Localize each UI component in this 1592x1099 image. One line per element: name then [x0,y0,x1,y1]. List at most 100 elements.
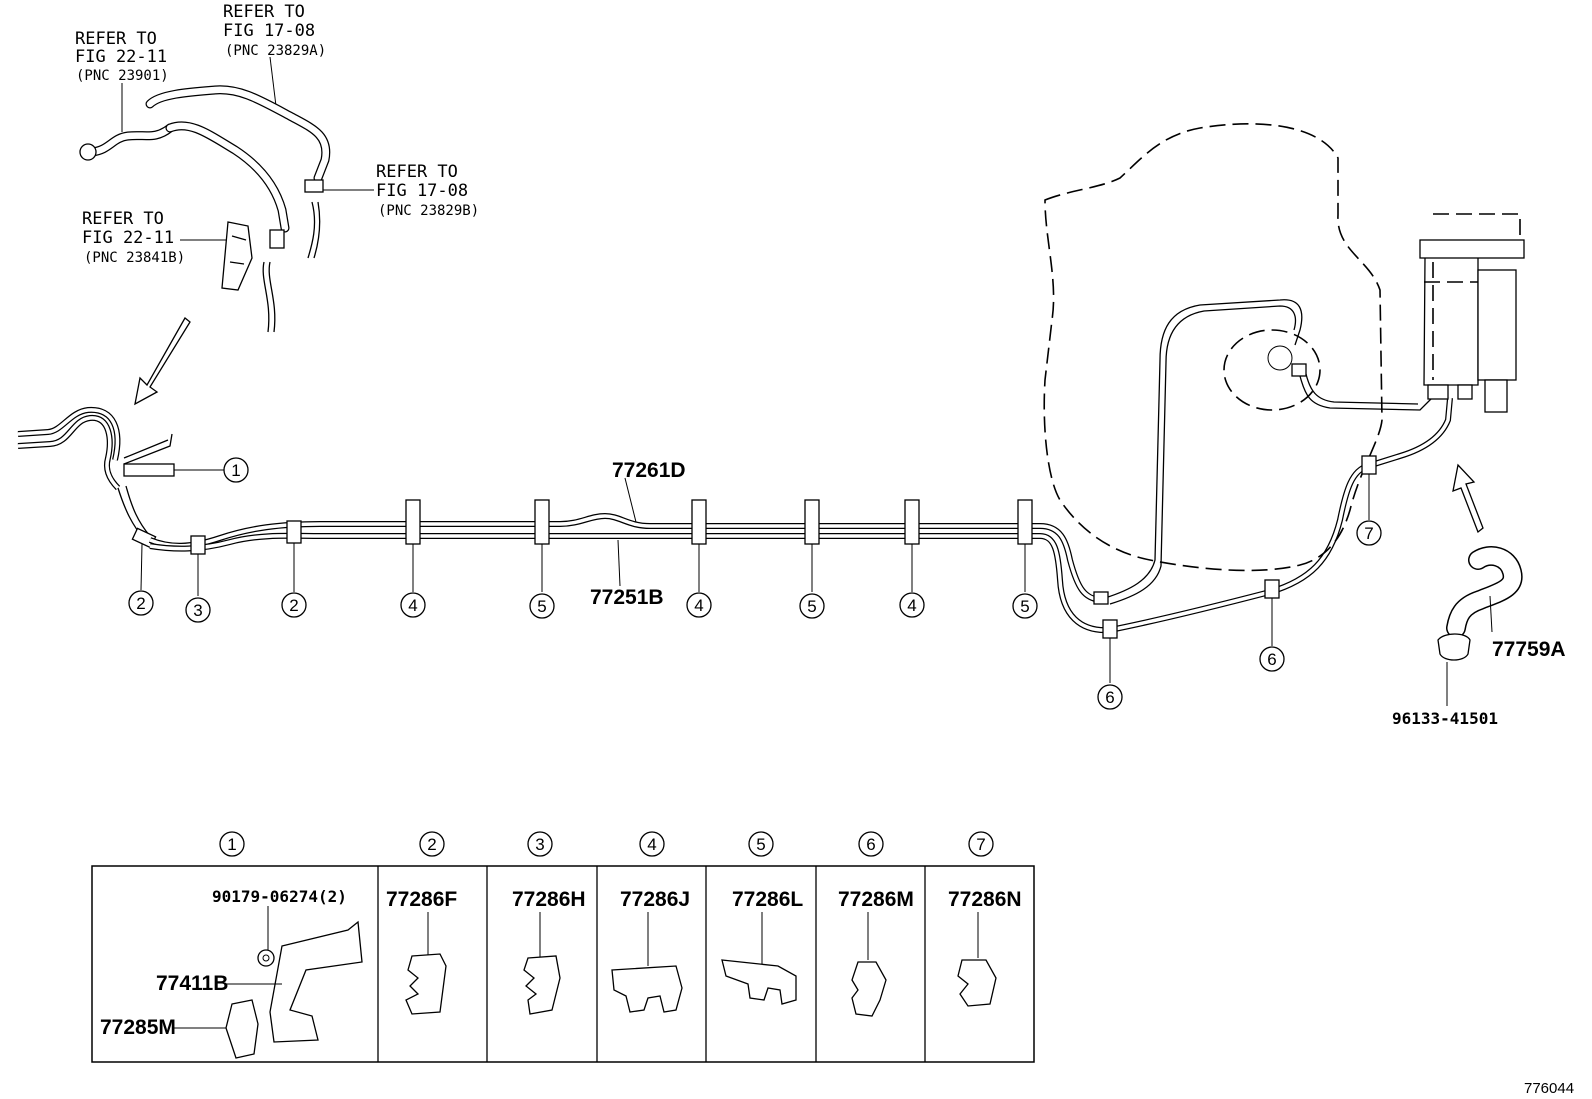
pipe-clip-5 [534,499,550,545]
refer-note-line1: REFER TO [223,2,305,22]
pipe-clip-5 [804,499,820,545]
svg-text:2: 2 [427,835,436,854]
svg-text:5: 5 [537,597,546,616]
charcoal-canister [1419,213,1525,413]
direction-arrow-left [134,317,191,406]
svg-text:7: 7 [976,835,985,854]
svg-text:1: 1 [231,461,240,480]
svg-text:3: 3 [535,835,544,854]
legend-cell-5: 77286L [721,888,803,1005]
fuel-pipe-lower [149,397,1453,634]
svg-text:6: 6 [1267,650,1276,669]
callout-1: 1 [223,457,249,483]
refer-note-line2: FIG 17-08 [223,21,315,41]
pipe-clips [190,455,1377,639]
part-number-lower-pipe: 77251B [590,586,664,609]
refer-note-pnc: (PNC 23829A) [225,43,326,59]
legend-callout-3: 3 [527,831,553,857]
svg-text:5: 5 [807,597,816,616]
refer-note-fig22-11-23901: REFER TO FIG 22-11 (PNC 23901) [75,29,169,132]
refer-note-fig17-08-23829a: REFER TO FIG 17-08 (PNC 23829A) [223,2,326,107]
callout-5: 5 [529,593,555,619]
pipe-clip-3 [190,535,206,555]
legend-callout-6: 6 [858,831,884,857]
callout-leaders [140,469,1370,683]
pipe-clip-4 [691,499,707,545]
legend-part-number: 77286F [386,888,457,911]
legend-table [91,865,1035,1063]
svg-text:7: 7 [1364,524,1373,543]
pipe-clip-6 [1264,579,1280,599]
fuel-tank-outline [1043,123,1383,572]
legend-part-number: 77286L [732,888,803,911]
vent-hose [1437,546,1523,706]
legend-callout-2: 2 [419,831,445,857]
legend-part-number: 77286M [838,888,914,911]
vapor-line [1093,299,1303,605]
figure-id: 776044 [1524,1080,1574,1097]
bracket-icon [269,920,363,1043]
refer-note-line2: FIG 22-11 [82,228,174,248]
refer-note-line1: REFER TO [82,209,164,229]
refer-note-pnc: (PNC 23841B) [84,250,185,266]
svg-text:5: 5 [756,835,765,854]
svg-text:6: 6 [866,835,875,854]
legend-callout-4: 4 [639,831,665,857]
refer-note-fig17-08-23829b: REFER TO FIG 17-08 (PNC 23829B) [322,162,479,219]
front-pipe-fittings [17,406,175,549]
svg-text:1: 1 [227,835,236,854]
callout-3: 3 [185,597,211,623]
refer-note-line2: FIG 22-11 [75,47,167,67]
legend-cell-1: 90179-06274(2) 77411B 77285M [100,887,363,1059]
svg-text:2: 2 [136,594,145,613]
pipe-clip-7 [1361,455,1377,475]
legend-callout-7: 7 [968,831,994,857]
clip-icon [225,999,259,1059]
callout-5: 5 [1012,593,1038,619]
svg-text:2: 2 [289,596,298,615]
callout-4: 4 [899,592,925,618]
legend-part-number: 77286H [512,888,586,911]
legend-cell-7: 77286N [948,888,1022,1007]
clip-icon [721,959,797,1005]
pipe-clip-2 [286,520,302,544]
callout-6: 6 [1097,684,1123,710]
refer-note-pnc: (PNC 23829B) [378,203,479,219]
part-number-bracket-clamp: 77285M [100,1016,176,1039]
refer-note-line1: REFER TO [75,29,157,49]
engine-bay-hoses [79,85,331,333]
fuel-pipe-upper [148,512,1101,603]
part-number-hose: 77759A [1492,638,1566,661]
clip-icon [611,965,683,1013]
refer-note-pnc: (PNC 23901) [76,68,169,84]
clip-icon [957,959,997,1007]
legend-cell-6: 77286M [838,888,914,1017]
callout-7: 7 [1356,520,1382,546]
pump-to-canister-line [1299,373,1433,411]
part-number-bracket: 77411B [156,972,228,995]
svg-text:4: 4 [694,596,703,615]
legend-part-number: 77286J [620,888,690,911]
legend-callout-1: 1 [219,831,245,857]
pipe-clip-4 [904,499,920,545]
svg-text:3: 3 [193,601,202,620]
callout-2: 2 [281,592,307,618]
callout-6: 6 [1259,646,1285,672]
clip-icon [405,953,447,1015]
pipe-clip-4 [405,499,421,545]
pipe-clip-6 [1102,619,1118,639]
nut-icon [257,949,275,967]
part-number-nut: 90179-06274(2) [212,887,347,906]
legend-cell-4: 77286J [611,888,690,1013]
clip-icon [851,961,887,1017]
refer-note-line2: FIG 17-08 [376,181,468,201]
legend-part-number: 77286N [948,888,1022,911]
legend-callouts: 1 2 3 4 5 6 7 [219,831,994,857]
clip-icon [523,955,561,1015]
legend-callout-5: 5 [748,831,774,857]
part-number-hose-clamp: 96133-41501 [1392,709,1498,728]
part-number-upper-pipe: 77261D [612,459,686,482]
callout-4: 4 [686,592,712,618]
refer-note-fig22-11-23841b: REFER TO FIG 22-11 (PNC 23841B) [82,209,228,266]
